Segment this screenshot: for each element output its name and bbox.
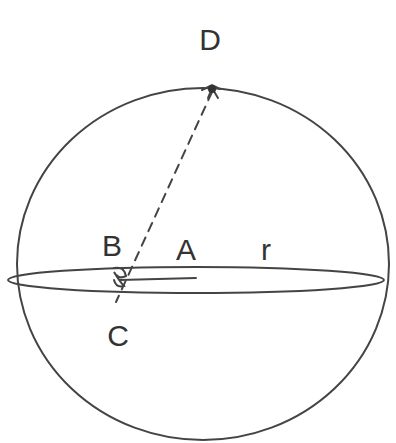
dashed-segment (116, 92, 212, 302)
point-label: C (107, 321, 129, 351)
radius-segment (120, 278, 196, 280)
equator-ellipse (8, 267, 384, 293)
point-mark (202, 85, 220, 98)
point-label: D (199, 25, 221, 55)
point-label: A (176, 235, 196, 265)
point-label: r (261, 235, 271, 265)
point-label: B (102, 231, 122, 261)
point-dot (208, 85, 216, 93)
sphere-outline (17, 88, 389, 440)
point-mark (114, 268, 126, 287)
